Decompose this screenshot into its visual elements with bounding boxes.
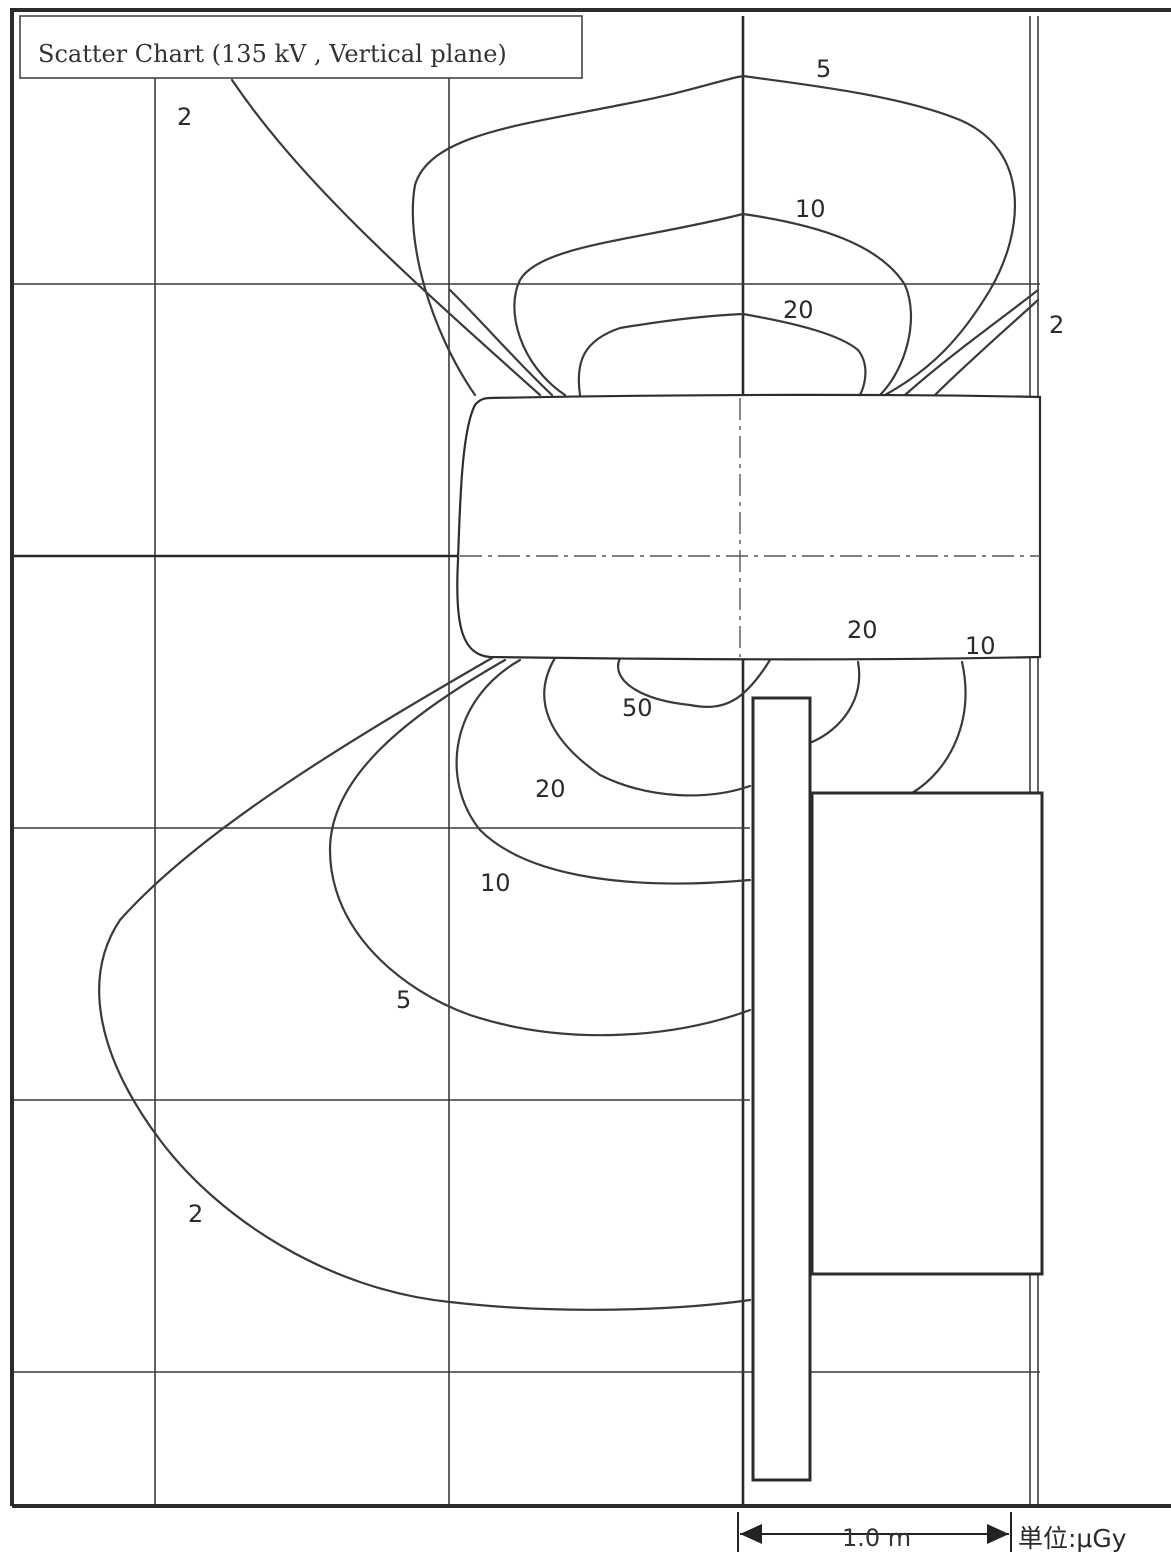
label-5-top: 5 <box>816 55 831 83</box>
label-20-lower-right: 20 <box>847 616 878 644</box>
label-10-top: 10 <box>795 195 826 223</box>
grid <box>12 16 1040 1505</box>
outer-frame <box>10 8 1171 1506</box>
contour-5-upper <box>411 74 1017 397</box>
scale-label: 1.0 m <box>842 1524 911 1552</box>
title-frame <box>19 15 583 79</box>
detector-column <box>751 696 812 1482</box>
contour-2-upper-left <box>230 78 542 397</box>
contour-20-lower-right <box>810 660 861 744</box>
contour-labels: 2 5 10 20 2 20 10 50 20 10 5 2 <box>177 55 1064 1228</box>
chart-title-box: Scatter Chart (135 kV , Vertical plane) <box>19 15 583 79</box>
contour-10-lower-right <box>910 660 967 795</box>
contour-20-lower-left <box>543 656 752 797</box>
label-5-lower: 5 <box>396 986 411 1014</box>
scale-arrow-left-icon <box>740 1524 762 1544</box>
contour-2-upper-left-inner <box>448 288 554 397</box>
contour-50-lower <box>617 656 772 708</box>
contour-2-lower <box>98 656 752 1311</box>
contour-20-upper <box>577 312 867 397</box>
patient-body-outline <box>456 393 1042 661</box>
label-2-lower: 2 <box>188 1200 203 1228</box>
label-20-top: 20 <box>783 296 814 324</box>
chart-title: Scatter Chart (135 kV , Vertical plane) <box>38 40 507 68</box>
scale-arrow-right-icon <box>987 1524 1009 1544</box>
label-10-lower-right: 10 <box>965 632 996 660</box>
isodose-contours <box>98 74 1040 1311</box>
contour-10-upper <box>513 212 913 397</box>
contour-2-right <box>933 298 1040 397</box>
label-2-top-left: 2 <box>177 103 192 131</box>
contour-10-lower <box>455 658 752 885</box>
unit-label: 単位:μGy <box>1018 1524 1127 1553</box>
label-50-lower: 50 <box>622 694 653 722</box>
contour-2-right-inner <box>903 288 1040 397</box>
label-20-lower: 20 <box>535 775 566 803</box>
label-2-right: 2 <box>1049 311 1064 339</box>
label-10-lower: 10 <box>480 869 511 897</box>
equipment-block <box>810 791 1044 1276</box>
scale-bar: 1.0 m <box>737 1512 1012 1552</box>
contour-5-lower <box>328 658 752 1037</box>
